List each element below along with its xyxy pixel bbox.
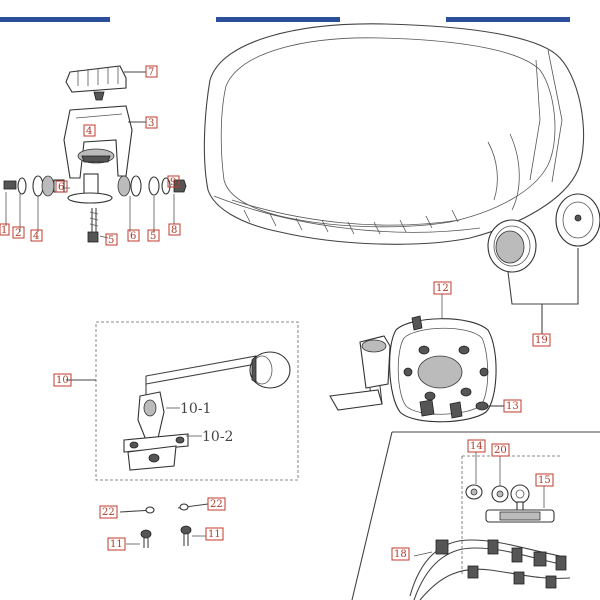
clip-22-left — [119, 506, 155, 514]
small-screw — [475, 401, 504, 411]
svg-text:14: 14 — [470, 441, 483, 452]
float — [249, 351, 291, 389]
callout-4-upper: 4 — [83, 124, 96, 137]
screw-11-right — [180, 525, 206, 546]
wiring-group-box — [461, 455, 560, 574]
washer-stack-right — [117, 175, 187, 197]
header-bar-segment — [216, 17, 340, 22]
float-arm — [145, 355, 257, 404]
callout-8: 8 — [168, 223, 181, 236]
svg-text:12: 12 — [436, 283, 449, 294]
svg-text:10: 10 — [56, 375, 69, 386]
callout-6-lower: 6 — [127, 229, 140, 242]
callout-11-left: 11 — [107, 537, 126, 551]
callout-12: 12 — [433, 281, 452, 295]
long-bolt — [87, 208, 99, 243]
callout-9: 9 — [167, 175, 180, 188]
callout-1: 1 — [0, 223, 10, 236]
clip-22-right — [177, 503, 209, 511]
callout-13: 13 — [503, 399, 522, 413]
callout-22-right: 22 — [207, 497, 226, 511]
svg-text:13: 13 — [506, 401, 519, 412]
fuel-sender-group-box — [95, 321, 299, 481]
callout-19: 19 — [532, 333, 551, 347]
svg-text:7: 7 — [148, 67, 154, 78]
leader-line — [5, 187, 175, 239]
callout-4-lower: 4 — [30, 229, 43, 242]
fuel-tank-outline — [203, 23, 585, 245]
subpart-label-10-2: 10-2 — [202, 429, 233, 445]
fuse-15 — [485, 509, 555, 523]
spacer-bushing — [67, 173, 113, 204]
callout-20: 20 — [491, 443, 510, 457]
svg-text:19: 19 — [535, 335, 548, 346]
sender-unit — [123, 391, 189, 471]
callout-15: 15 — [535, 473, 554, 487]
callout-3: 3 — [145, 116, 158, 129]
mount-bracket — [63, 105, 133, 179]
screw-11-left — [126, 529, 152, 548]
header-bar-segment — [0, 17, 110, 22]
svg-text:5: 5 — [108, 235, 114, 246]
subpart-label-10-1: 10-1 — [180, 401, 211, 417]
header-bar — [0, 0, 600, 26]
svg-text:20: 20 — [494, 445, 507, 456]
callout-5-left: 5 — [105, 233, 118, 246]
svg-text:4: 4 — [86, 126, 92, 137]
svg-text:6: 6 — [58, 182, 64, 193]
callout-22-left: 22 — [99, 505, 118, 519]
svg-text:11: 11 — [110, 539, 123, 550]
callout-6-upper: 6 — [55, 180, 68, 193]
svg-text:5: 5 — [150, 231, 156, 242]
callout-18: 18 — [391, 547, 410, 561]
svg-text:1: 1 — [1, 225, 7, 236]
section-divider — [351, 431, 393, 600]
tank-cap-left — [487, 219, 537, 273]
leader-line — [413, 551, 433, 557]
callout-14: 14 — [467, 439, 486, 453]
svg-text:4: 4 — [33, 231, 39, 242]
svg-text:6: 6 — [130, 231, 136, 242]
nut-20 — [491, 485, 509, 503]
svg-text:22: 22 — [210, 499, 223, 510]
svg-text:8: 8 — [171, 225, 177, 236]
callout-11-right: 11 — [205, 527, 224, 541]
washer-stack-left — [3, 175, 65, 197]
callout-5-right: 5 — [147, 229, 160, 242]
tank-cap-right — [555, 193, 600, 247]
callout-10: 10 — [53, 373, 72, 387]
rubber-pad — [65, 65, 127, 101]
svg-text:22: 22 — [102, 507, 115, 518]
callout-2: 2 — [12, 226, 25, 239]
svg-text:3: 3 — [148, 118, 154, 129]
svg-text:18: 18 — [394, 549, 407, 560]
leader-line — [507, 248, 579, 305]
svg-text:11: 11 — [208, 529, 221, 540]
nut-14 — [465, 484, 483, 500]
header-bar-segment — [446, 17, 570, 22]
svg-text:15: 15 — [538, 475, 551, 486]
svg-text:9: 9 — [170, 177, 176, 188]
svg-text:2: 2 — [15, 228, 21, 239]
wire-harness — [409, 539, 571, 600]
fuel-pump-assembly — [329, 315, 497, 423]
callout-7: 7 — [145, 65, 158, 78]
